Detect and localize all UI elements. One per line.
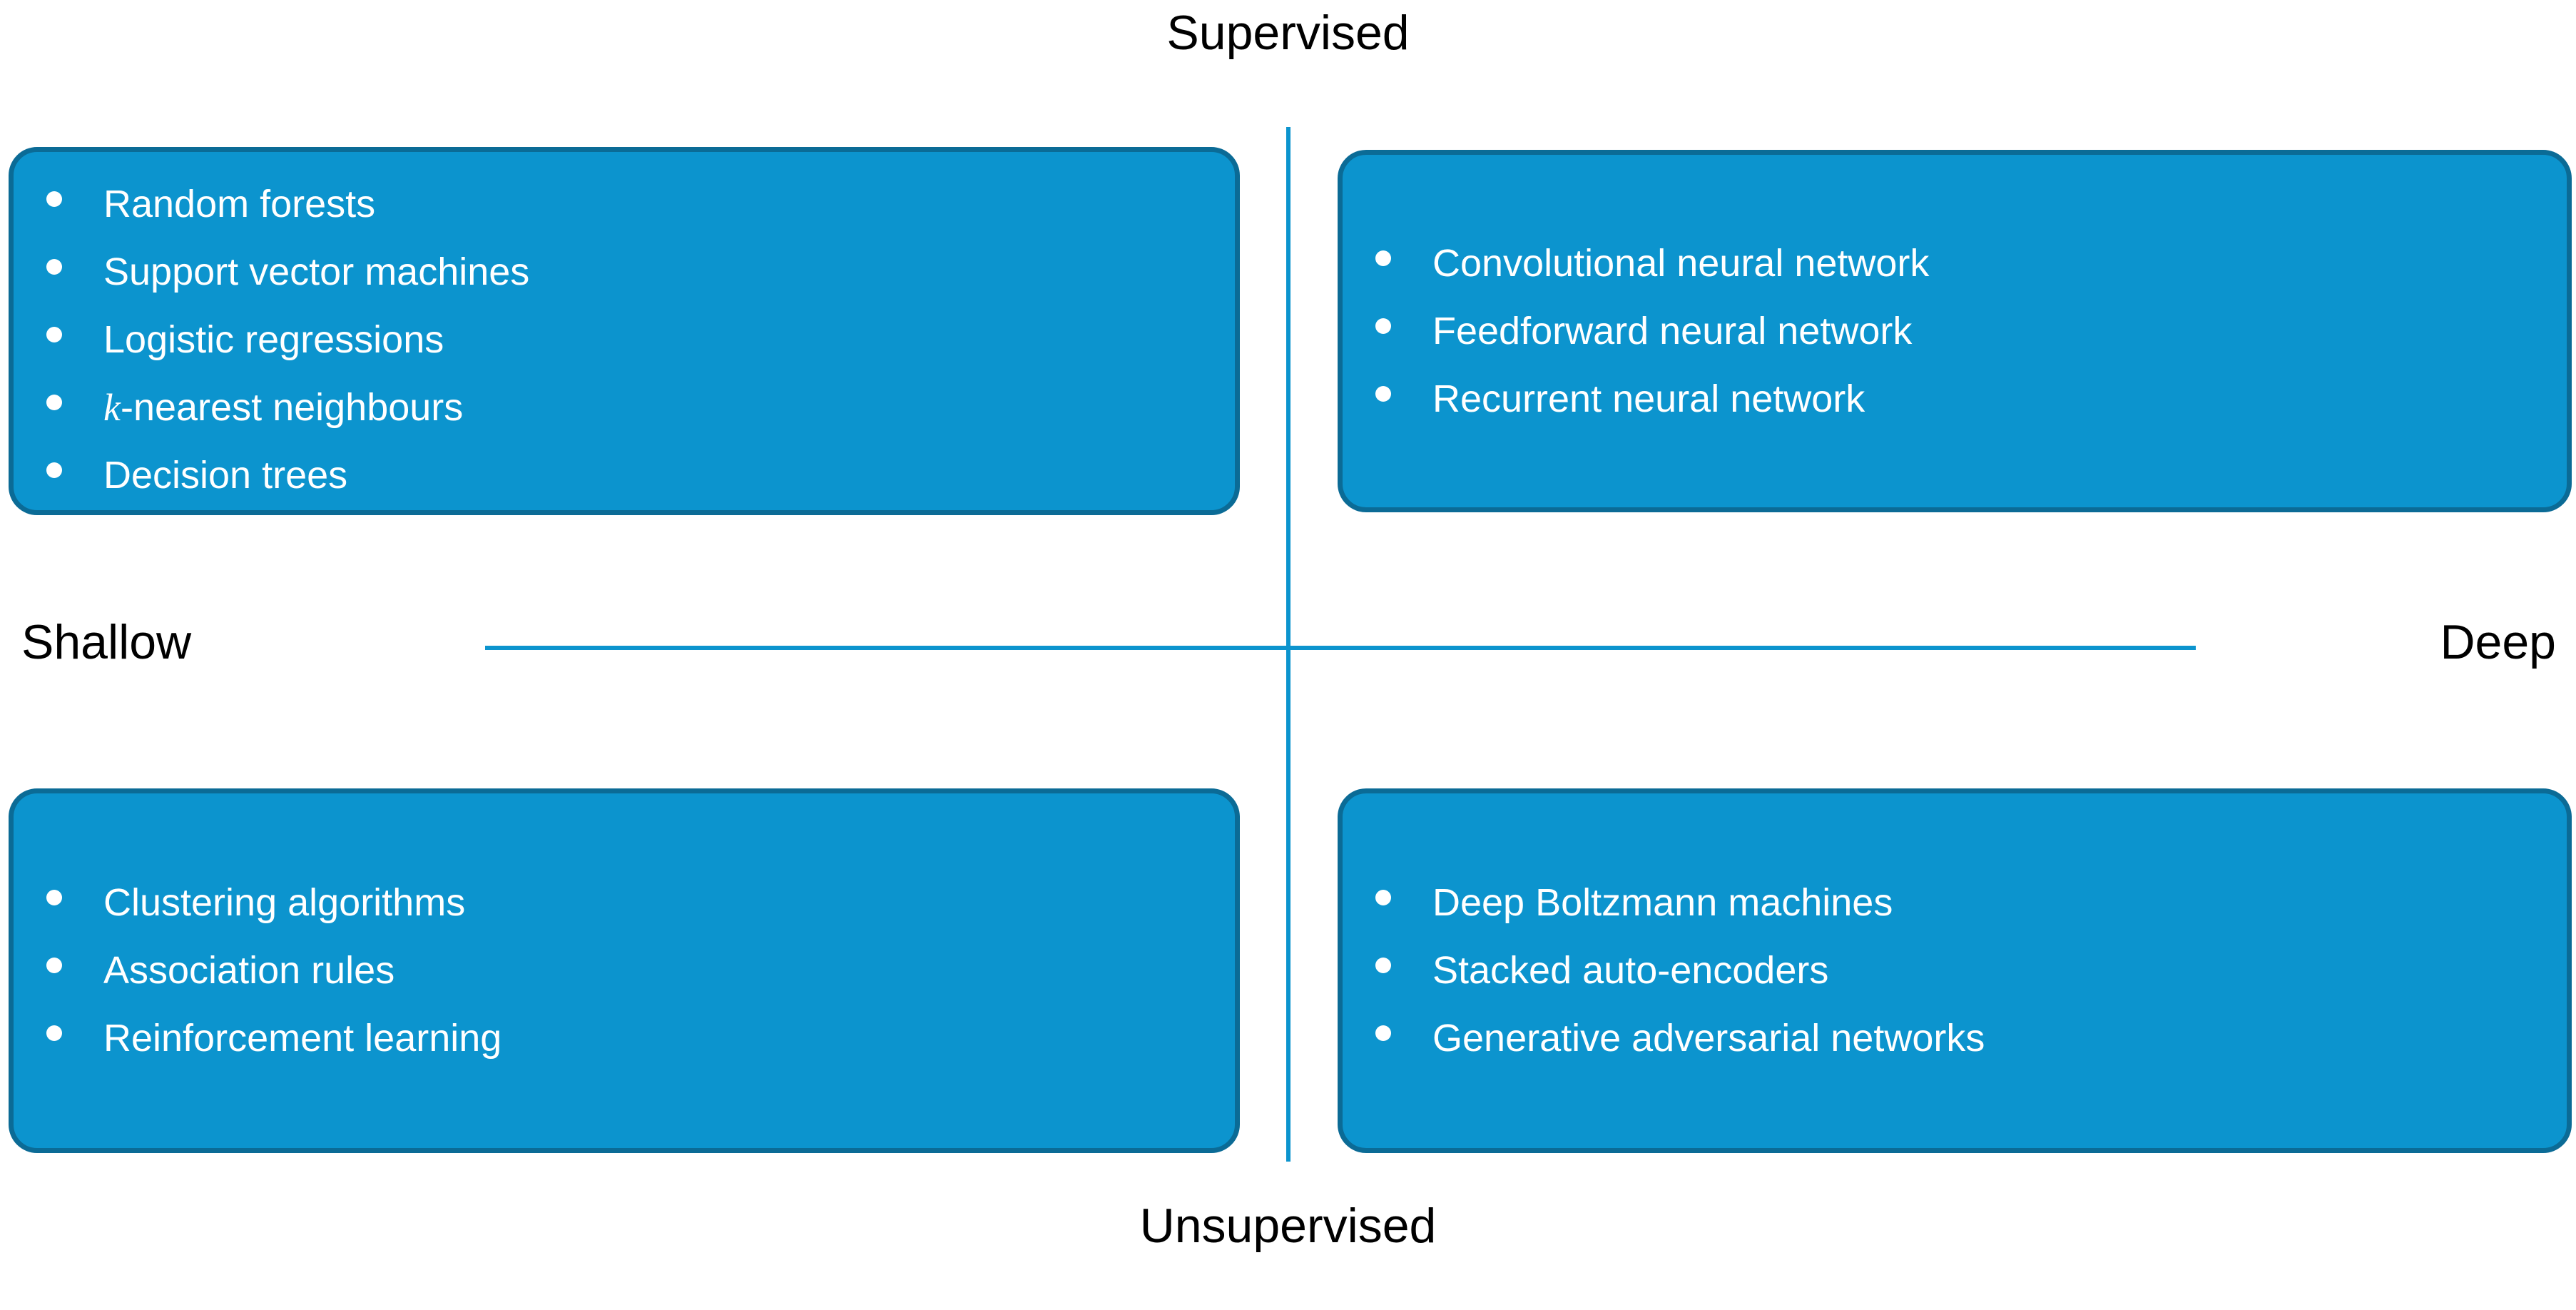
list-item-label: Convolutional neural network <box>1432 241 1930 285</box>
list-item: Decision trees <box>46 442 1235 509</box>
quadrant-box-shallow-supervised: Random forests Support vector machines L… <box>9 147 1240 515</box>
list-item-knn: k-nearest neighbours <box>46 374 1235 442</box>
bullet-dot-icon <box>46 327 62 342</box>
axis-label-supervised: Supervised <box>1166 6 1410 60</box>
list-item-label: Feedforward neural network <box>1432 309 1913 352</box>
list-item: Association rules <box>46 937 1235 1005</box>
list-item-label: Logistic regressions <box>103 318 444 361</box>
bullet-dot-icon <box>1375 1025 1391 1041</box>
bullet-dot-icon <box>46 958 62 973</box>
list-item: Recurrent neural network <box>1375 365 2567 433</box>
bullet-dot-icon <box>1375 318 1391 334</box>
bullet-list-shallow-unsupervised: Clustering algorithms Association rules … <box>46 869 1235 1072</box>
bullet-list-deep-supervised: Convolutional neural network Feedforward… <box>1375 230 2567 433</box>
list-item-label: Support vector machines <box>103 250 530 293</box>
list-item: Clustering algorithms <box>46 869 1235 937</box>
list-item-label-knn: k-nearest neighbours <box>103 374 463 442</box>
list-item: Support vector machines <box>46 238 1235 306</box>
vertical-axis-line <box>1286 127 1290 1162</box>
list-item: Convolutional neural network <box>1375 230 2567 298</box>
list-item-label: Recurrent neural network <box>1432 377 1865 420</box>
axis-label-deep: Deep <box>2440 615 2556 669</box>
list-item-label: Clustering algorithms <box>103 881 466 924</box>
list-item: Feedforward neural network <box>1375 298 2567 365</box>
list-item-label: Generative adversarial networks <box>1432 1017 1985 1060</box>
bullet-list-shallow-supervised: Random forests Support vector machines L… <box>46 171 1235 509</box>
list-item: Logistic regressions <box>46 306 1235 374</box>
list-item-label: Stacked auto-encoders <box>1432 949 1829 992</box>
list-item-label: Association rules <box>103 949 395 992</box>
horizontal-axis-line <box>485 646 2196 650</box>
list-item: Deep Boltzmann machines <box>1375 869 2567 937</box>
quadrant-box-deep-supervised: Convolutional neural network Feedforward… <box>1338 150 2572 512</box>
bullet-dot-icon <box>46 259 62 275</box>
quadrant-box-shallow-unsupervised: Clustering algorithms Association rules … <box>9 788 1240 1153</box>
list-item-label: Reinforcement learning <box>103 1017 502 1060</box>
bullet-dot-icon <box>46 191 62 207</box>
list-item-label-knn-rest: -nearest neighbours <box>120 386 464 429</box>
list-item: Reinforcement learning <box>46 1005 1235 1072</box>
list-item: Stacked auto-encoders <box>1375 937 2567 1005</box>
list-item: Generative adversarial networks <box>1375 1005 2567 1072</box>
bullet-dot-icon <box>1375 250 1391 266</box>
bullet-dot-icon <box>1375 890 1391 905</box>
list-item-label: Deep Boltzmann machines <box>1432 881 1893 924</box>
list-item-label: Random forests <box>103 183 376 225</box>
bullet-dot-icon <box>1375 958 1391 973</box>
bullet-dot-icon <box>46 462 62 478</box>
axis-label-shallow: Shallow <box>21 615 192 669</box>
bullet-dot-icon <box>1375 385 1391 402</box>
bullet-list-deep-unsupervised: Deep Boltzmann machines Stacked auto-enc… <box>1375 869 2567 1072</box>
quadrant-box-deep-unsupervised: Deep Boltzmann machines Stacked auto-enc… <box>1338 788 2572 1153</box>
list-item: Random forests <box>46 171 1235 238</box>
bullet-dot-icon <box>46 1025 62 1041</box>
list-item-label: Decision trees <box>103 454 348 497</box>
bullet-dot-icon <box>46 890 62 905</box>
bullet-dot-icon <box>46 395 62 410</box>
axis-label-unsupervised: Unsupervised <box>1139 1199 1437 1253</box>
math-variable-k: k <box>103 386 121 429</box>
